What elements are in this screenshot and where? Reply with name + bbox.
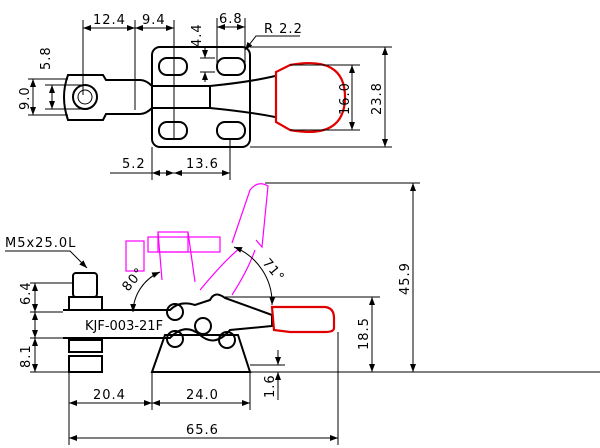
- dim-r2-2: R 2.2: [264, 22, 303, 37]
- bolt-stud-side: [68, 272, 103, 373]
- base-plate-top: [151, 46, 251, 148]
- dim-5-8: 5.8: [39, 46, 54, 70]
- clamp-arm-side: [63, 293, 273, 342]
- dim-4-4: 4.4: [190, 23, 205, 47]
- dim-9-0: 9.0: [18, 86, 33, 110]
- pivots: [166, 303, 236, 349]
- dim-1-6: 1.6: [263, 374, 278, 398]
- dim-13-6: 13.6: [186, 157, 219, 172]
- dim-5-2: 5.2: [122, 157, 146, 172]
- red-handle-grip-side: [270, 305, 336, 334]
- dim-24-0: 24.0: [186, 388, 219, 403]
- dim-6-4: 6.4: [19, 281, 34, 305]
- red-handle-grip-top: [274, 61, 347, 133]
- open-position-outline: [125, 183, 269, 296]
- dim-12-4: 12.4: [93, 13, 126, 28]
- dim-65-6: 65.6: [186, 423, 219, 438]
- dim-8-1: 8.1: [19, 344, 34, 368]
- dim-6-8: 6.8: [219, 12, 243, 27]
- part-number-label: KJF-003-21F: [85, 319, 163, 334]
- dim-23-8: 23.8: [370, 82, 385, 115]
- dim-45-9: 45.9: [398, 262, 413, 295]
- side-view: M5x25.0L KJF-003-21F 6.4 8.1 18.5 45.9 1…: [5, 182, 600, 445]
- handle-arm-top: [209, 75, 276, 118]
- bolt-head-top: [72, 84, 98, 110]
- dim-16-0: 16.0: [338, 82, 353, 115]
- dim-20-4: 20.4: [93, 388, 126, 403]
- top-view: 12.4 9.4 6.8 R 2.2 4.4 5.8 9.0 16.0 23.8…: [18, 12, 392, 180]
- mount-slots: [158, 57, 246, 140]
- dim-18-5: 18.5: [357, 317, 372, 350]
- bolt-spec-label: M5x25.0L: [5, 236, 76, 251]
- dim-9-4: 9.4: [142, 13, 166, 28]
- clamp-arm-top: [63, 74, 211, 121]
